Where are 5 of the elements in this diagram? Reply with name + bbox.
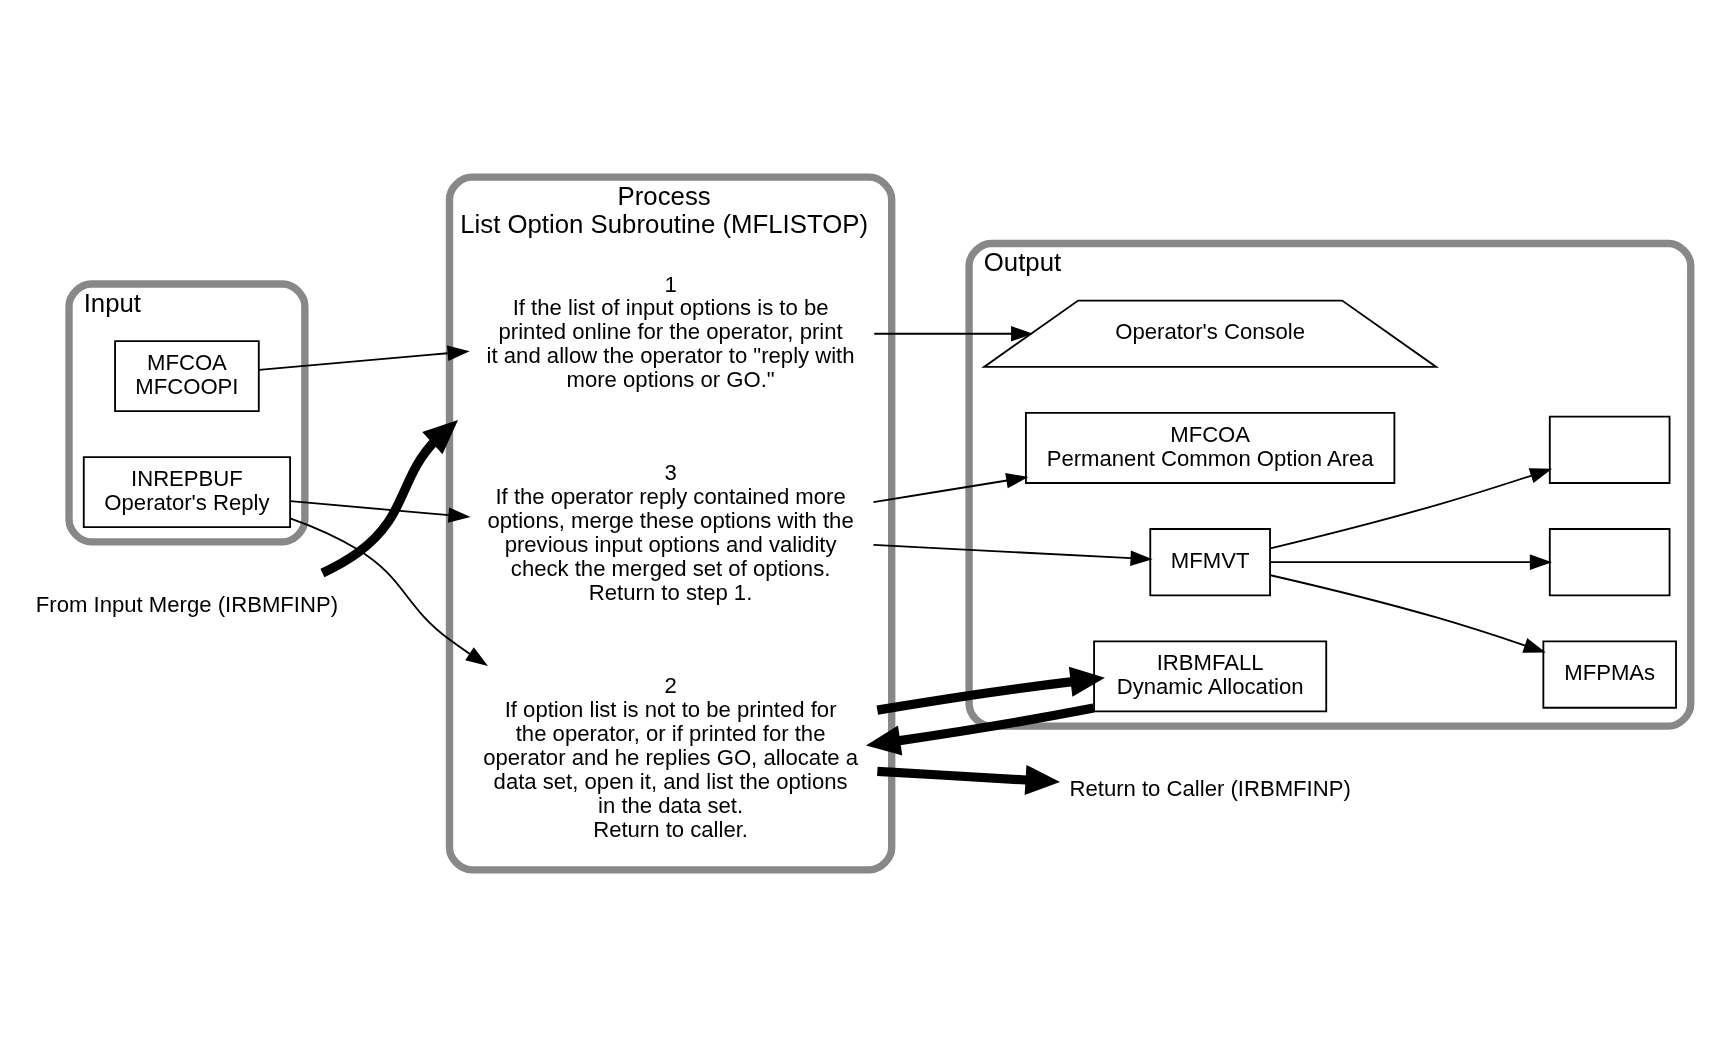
node-text: 2 If option list is not to be printed for the operator, or if printed for the operator and he replies GO, allocate a data set, open it, and list the options in the data set. Return to caller. (483, 672, 859, 842)
node-text: Return to Caller (IRBMFINP) (1069, 775, 1351, 801)
node-text: 3 If the operator reply contained more options, merge these options with the previous input options and validity check the merged set of options. Return to step 1. (487, 459, 854, 605)
node-text: 1 If the list of input options is to be printed online for the operator, print it and allow the operator to "reply with more options or GO." (486, 271, 855, 392)
node-text: From Input Merge (IRBMFINP) (35, 591, 339, 617)
